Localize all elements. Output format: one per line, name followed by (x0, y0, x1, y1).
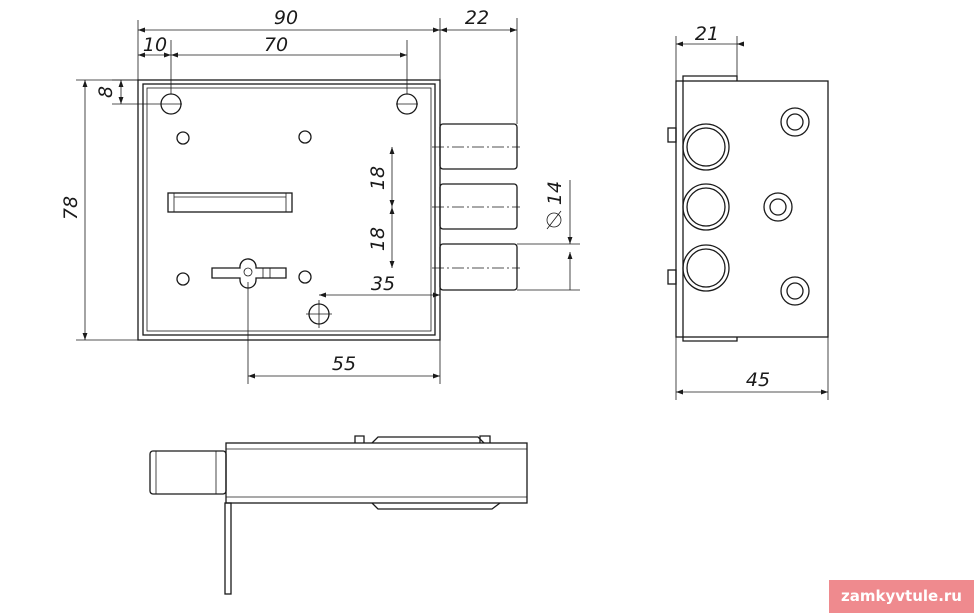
side-hole (763, 192, 793, 222)
dim-overall-width: 90 (274, 7, 298, 29)
side-view-dimensions: 21 45 (675, 23, 829, 400)
bolt-middle (439, 183, 518, 230)
keyhole (211, 258, 287, 289)
bolt-upper (439, 123, 518, 170)
rivet (176, 272, 190, 286)
bottom-view (149, 435, 528, 595)
dim-bolt-diameter: 14 (544, 181, 566, 205)
front-view-dimensions: 90 22 10 70 8 78 18 18 14 (60, 7, 580, 384)
dim-bolt-spacing-2: 18 (367, 227, 389, 251)
rivet (298, 130, 312, 144)
side-hole (780, 276, 810, 306)
dim-bolt-projection: 22 (465, 7, 489, 29)
bolt-lower (439, 243, 518, 291)
lock-case-inner-frame (142, 83, 436, 336)
bottom-mounting-plate (224, 502, 232, 595)
dim-bolt-spacing-1: 18 (367, 166, 389, 190)
lock-case-outline (137, 79, 441, 341)
dim-top-to-hole: 8 (95, 86, 117, 98)
slot (167, 192, 293, 213)
side-hole (780, 107, 810, 137)
dim-edge-to-hole: 10 (143, 34, 167, 56)
dim-hole-spacing: 70 (264, 34, 288, 56)
bolt-end-lower (682, 244, 730, 292)
side-view (667, 75, 829, 342)
dim-overall-height: 78 (60, 196, 82, 220)
bolt-end-upper (682, 123, 730, 171)
bottom-bolt (149, 450, 227, 495)
dim-bolt-to-hole: 35 (371, 273, 395, 295)
lock-case-inner-frame-2 (146, 87, 432, 332)
dim-side-top: 21 (695, 23, 719, 45)
front-view (137, 79, 520, 341)
bolt-end-middle (682, 183, 730, 231)
watermark-badge: zamkyvtule.ru (829, 580, 974, 613)
side-body (675, 80, 829, 338)
dim-keyhole-offset: 55 (332, 353, 356, 375)
rivet (176, 131, 190, 145)
bottom-case (225, 442, 528, 504)
diameter-symbol (546, 212, 562, 228)
dim-side-depth: 45 (746, 369, 770, 391)
rivet (298, 270, 312, 284)
